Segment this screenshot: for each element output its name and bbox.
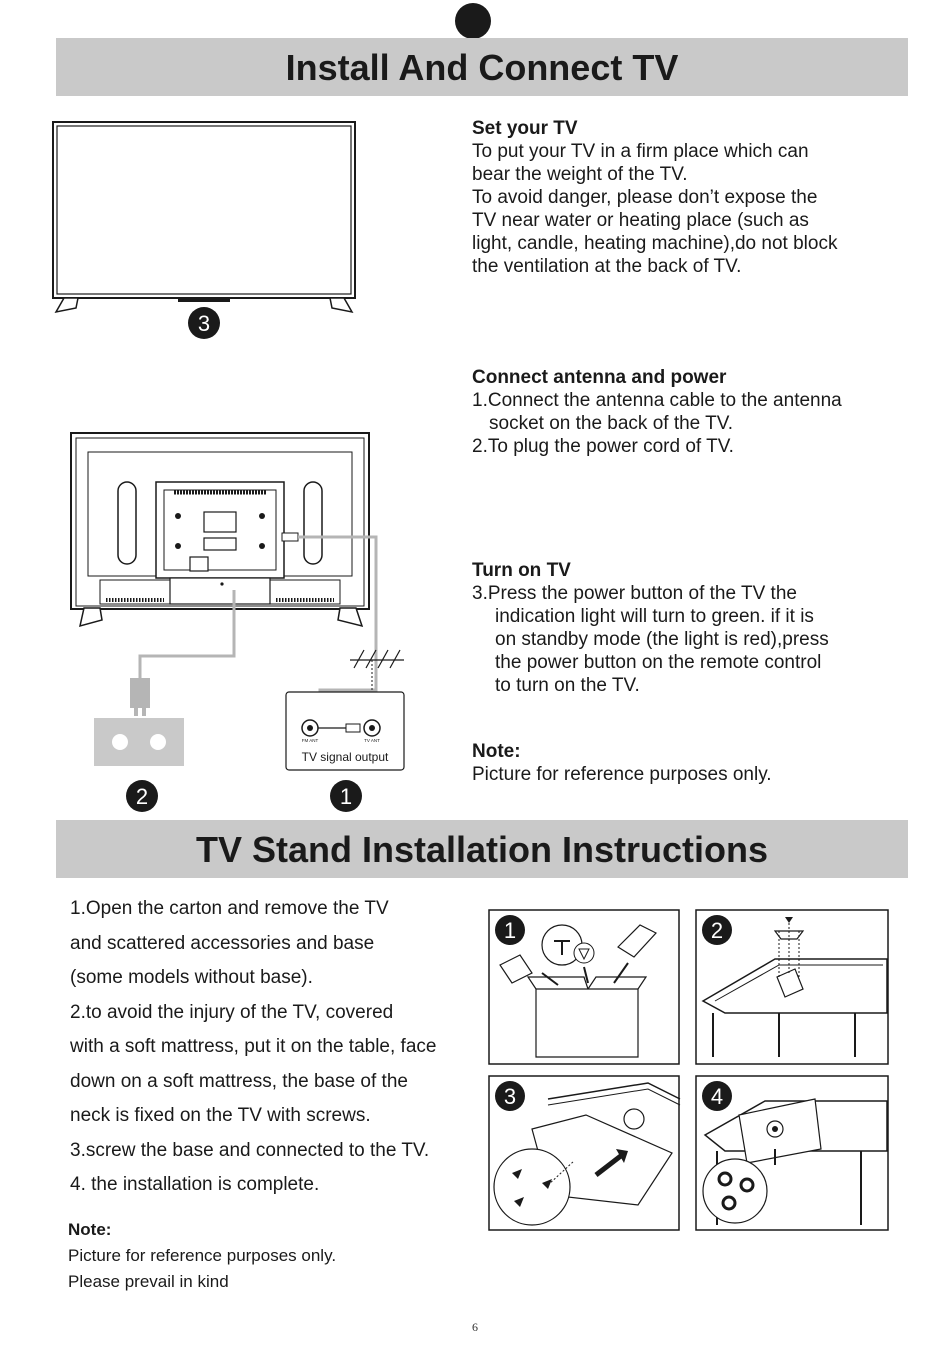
callout-2-badge: 2 (136, 784, 148, 809)
connect-block: Connect antenna and power 1.Connect the … (472, 366, 912, 458)
set-tv-line: bear the weight of the TV. (472, 164, 688, 185)
note-heading: Note: (472, 741, 521, 762)
set-tv-line: the ventilation at the back of TV. (472, 256, 742, 277)
set-tv-heading: Set your TV (472, 118, 578, 139)
instruction-line: (some models without base). (70, 967, 313, 988)
connect-line: socket on the back of the TV. (489, 413, 733, 434)
turn-on-line: on standby mode (the light is red),press (495, 629, 829, 650)
step-1-panel: 1 (488, 909, 680, 1065)
svg-text:4: 4 (711, 1084, 723, 1109)
note-heading: Note: (68, 1220, 112, 1239)
tv-front-illustration (52, 121, 356, 314)
top-marker-dot (455, 3, 491, 39)
step-4-panel: 4 (695, 1075, 889, 1231)
step-2-panel: 2 (695, 909, 889, 1065)
svg-text:2: 2 (711, 918, 723, 943)
set-tv-line: TV near water or heating place (such as (472, 210, 809, 231)
turn-on-line: the power button on the remote control (495, 652, 822, 673)
turn-on-block: Turn on TV 3.Press the power button of t… (472, 559, 912, 697)
instruction-line: 3.screw the base and connected to the TV… (70, 1139, 430, 1161)
tv-ant-label: TV ANT (364, 738, 380, 743)
step-3-panel: 3 (488, 1075, 681, 1231)
tv-back-connection-diagram: FM ANT TV ANT TV signal output 2 1 (70, 432, 405, 812)
turn-on-line: indication light will turn to green. if … (495, 606, 814, 627)
signal-output-label: TV signal output (302, 750, 389, 764)
note-text: Picture for reference purposes only. (472, 764, 772, 785)
instruction-line: 2.to avoid the injury of the TV, covered (70, 1001, 394, 1023)
callout-1-badge: 1 (340, 784, 352, 809)
section-title-install: Install And Connect TV (56, 38, 908, 96)
callout-3-badge: 3 (188, 307, 220, 339)
note-line: Picture for reference purposes only. (68, 1246, 337, 1265)
svg-text:1: 1 (504, 918, 516, 943)
set-tv-line: light, candle, heating machine),do not b… (472, 233, 838, 254)
svg-text:3: 3 (198, 311, 210, 336)
stand-instructions: 1.Open the carton and remove the TV and … (70, 892, 490, 1203)
connect-heading: Connect antenna and power (472, 367, 727, 388)
connect-line: 2.To plug the power cord of TV. (472, 436, 734, 457)
instruction-line: 1.Open the carton and remove the TV (70, 898, 389, 919)
turn-on-heading: Turn on TV (472, 560, 571, 581)
set-tv-block: Set your TV To put your TV in a firm pla… (472, 117, 912, 278)
note-block-2: Note: Picture for reference purposes onl… (68, 1217, 468, 1295)
svg-text:3: 3 (504, 1084, 516, 1109)
note-block-1: Note: Picture for reference purposes onl… (472, 740, 912, 786)
instruction-line: with a soft mattress, put it on the tabl… (70, 1036, 437, 1057)
set-tv-line: To put your TV in a firm place which can (472, 141, 809, 162)
instruction-line: 4. the installation is complete. (70, 1174, 320, 1195)
section-title-stand: TV Stand Installation Instructions (56, 820, 908, 878)
turn-on-line: 3.Press the power button of the TV the (472, 583, 797, 604)
page-number: 6 (472, 1320, 478, 1334)
turn-on-line: to turn on the TV. (495, 675, 640, 696)
fm-ant-label: FM ANT (302, 738, 319, 743)
instruction-line: down on a soft mattress, the base of the (70, 1070, 408, 1092)
note-line: Please prevail in kind (68, 1272, 229, 1291)
connect-line: 1.Connect the antenna cable to the anten… (472, 390, 842, 411)
instruction-line: neck is fixed on the TV with screws. (70, 1105, 371, 1126)
instruction-line: and scattered accessories and base (70, 932, 375, 954)
set-tv-line: To avoid danger, please don’t expose the (472, 187, 818, 208)
